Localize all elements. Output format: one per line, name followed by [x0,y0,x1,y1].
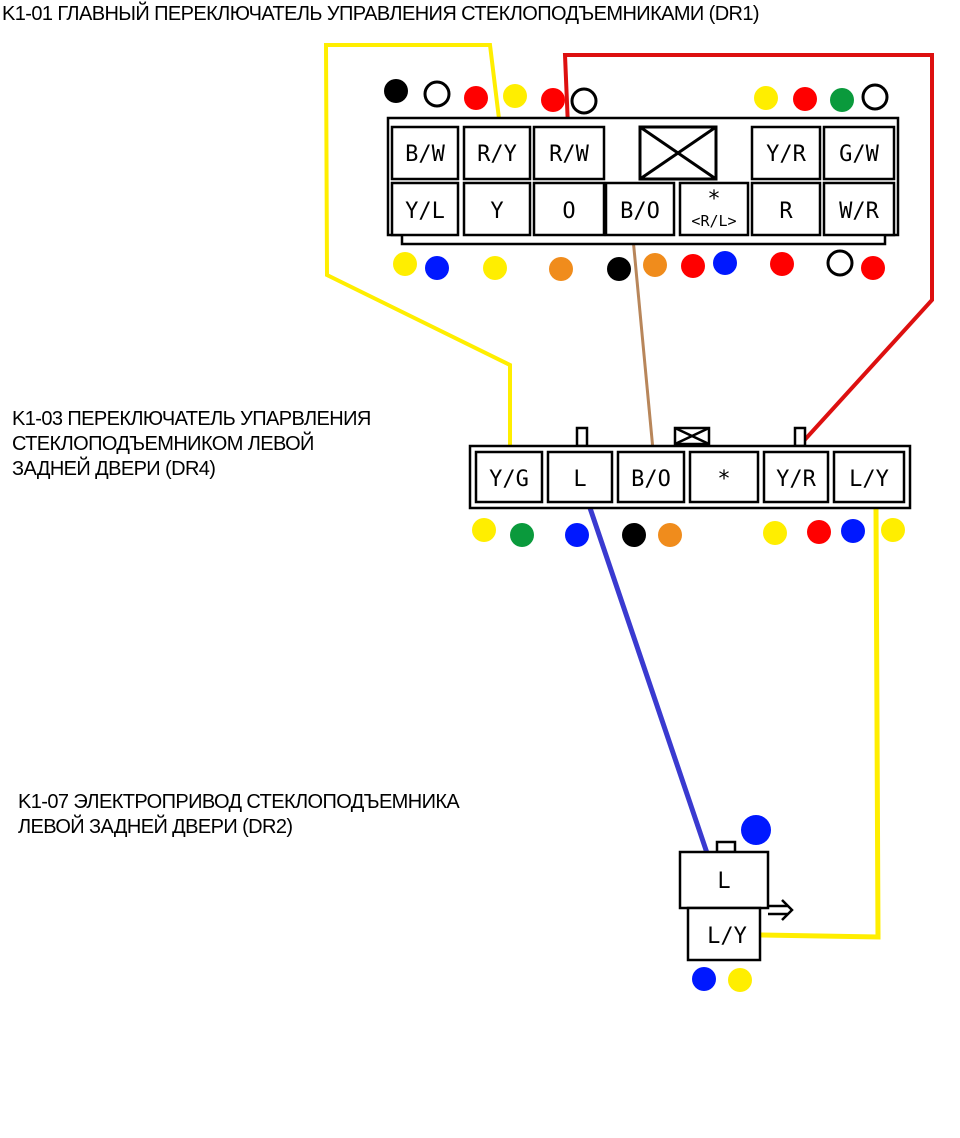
dr1-pin-bw: B/W [405,142,445,167]
dr4-pin-l: L [573,467,586,492]
dr2-connector: L L/Y [678,840,794,962]
wire-color-dot-red [770,252,794,276]
wire-color-dot-green [830,88,854,112]
wire-brown-dr1-dr4 [631,237,655,451]
dr2-title: K1-07 ЭЛЕКТРОПРИВОД СТЕКЛОПОДЪЕМНИКА ЛЕВ… [18,790,460,840]
dr4-title-line-2: СТЕКЛОПОДЪЕМНИКОМ ЛЕВОЙ [12,433,314,455]
dr4-pin-cell [688,450,760,504]
dr4-pin-bo: B/O [631,467,671,492]
dr4-pin-cell [546,450,614,504]
wire-color-dot-blue [841,519,865,543]
dr4-tab-left [575,426,589,448]
wire-yellow-dr4-dr2 [759,507,881,940]
dr2-arrow-icon [768,899,794,921]
dr4-pin-cell [474,450,544,504]
dr1-pin-cell [822,125,896,181]
dr1-pin-ry: R/Y [477,142,517,167]
wire-color-dot-white [570,87,598,115]
dr2-pin-ly: L/Y [707,924,747,949]
dr1-pin-yr: Y/R [766,142,806,167]
wire-color-dot-orange [658,523,682,547]
dr2-title-line-1: K1-07 ЭЛЕКТРОПРИВОД СТЕКЛОПОДЪЕМНИКА [18,791,460,813]
dr1-pin-r: R [779,199,793,224]
dr1-pin-cell [750,181,822,237]
dr4-title: K1-03 ПЕРЕКЛЮЧАТЕЛЬ УПАРВЛЕНИЯ СТЕКЛОПОД… [12,407,371,482]
dr2-pin-l: L [717,869,730,894]
wire-color-dot-red [464,86,488,110]
dr1-pin-cell [532,125,606,181]
dr1-pin-cell [678,181,750,237]
dr4-pin-star: * [717,467,730,492]
dr1-pin-o: O [562,199,575,224]
dr4-title-line-3: ЗАДНЕЙ ДВЕРИ (DR4) [12,458,216,480]
dr1-pin-yl: Y/L [405,199,445,224]
dr2-title-line-2: ЛЕВОЙ ЗАДНЕЙ ДВЕРИ (DR2) [18,816,293,838]
dr1-pin-bo: B/O [620,199,660,224]
dr1-blocked-cavity [638,125,718,181]
dr1-pin-cell [462,181,532,237]
dr1-pin-star: * [707,187,720,212]
dr2-upper-body [678,850,770,910]
wire-color-dot-blue [692,967,716,991]
dr4-pin-yr: Y/R [776,467,816,492]
dr1-pin-rw: R/W [549,142,589,167]
dr1-pin-rl-note: <R/L> [691,212,736,230]
dr4-pin-ly: L/Y [849,467,889,492]
wire-color-dot-blue [565,523,589,547]
wire-color-dot-yellow [763,521,787,545]
wire-color-dot-yellow [472,518,496,542]
wire-color-dot-white [861,83,889,111]
wire-color-dot-black [384,79,408,103]
wire-color-dot-yellow [754,86,778,110]
dr1-pin-gw: G/W [839,142,879,167]
wire-color-dot-yellow [503,84,527,108]
wire-color-dot-white [826,249,854,277]
wire-color-dot-green [510,523,534,547]
wire-red-dr1-dr4 [562,53,934,447]
dr2-lower-body [686,906,762,962]
wire-color-dot-yellow [728,968,752,992]
dr4-latch [673,426,711,446]
dr2-tab [715,840,737,854]
wire-color-dot-orange [549,257,573,281]
wire-color-dot-blue [741,815,771,845]
wire-color-dot-red [681,254,705,278]
dr1-connector: B/W R/Y R/W Y/R G/W Y/L Y O B/O *<R/L> R W/R [386,116,900,246]
dr4-connector: Y/G L B/O * Y/R L/Y [468,426,912,510]
wire-color-dot-red [807,520,831,544]
wire-color-dot-blue [713,251,737,275]
wire-color-dot-yellow [393,252,417,276]
dr1-pin-cell [532,181,606,237]
wire-color-dot-yellow [881,518,905,542]
wire-color-dot-red [541,88,565,112]
dr1-pin-y: Y [490,199,503,224]
dr1-pin-cell [750,125,822,181]
wire-color-dot-black [607,257,631,281]
wire-color-dot-blue [425,256,449,280]
dr4-pin-yg: Y/G [489,467,529,492]
wire-blue-dr4-dr2 [587,507,710,854]
wire-color-dot-yellow [483,256,507,280]
dr1-pin-cell [390,181,460,237]
dr1-title-line: K1-01 ГЛАВНЫЙ ПЕРЕКЛЮЧАТЕЛЬ УПРАВЛЕНИЯ С… [2,3,760,25]
dr4-pin-cell [832,450,906,504]
dr1-pin-wr: W/R [839,199,879,224]
dr1-pin-cell [390,125,460,181]
wire-color-dot-white [423,80,451,108]
dr1-pin-cell [822,181,896,237]
wire-color-dot-orange [643,253,667,277]
dr4-pin-cell [762,450,830,504]
dr1-pin-cell [462,125,532,181]
wire-color-dot-red [793,87,817,111]
dr4-title-line-1: K1-03 ПЕРЕКЛЮЧАТЕЛЬ УПАРВЛЕНИЯ [12,408,371,430]
dr4-tab-right [793,426,807,448]
dr4-pin-cell [616,450,686,504]
dr1-pin-cell [604,181,676,237]
wire-yellow-dr1-dr4 [323,43,512,450]
dr1-title: K1-01 ГЛАВНЫЙ ПЕРЕКЛЮЧАТЕЛЬ УПРАВЛЕНИЯ С… [2,2,760,27]
wire-color-dot-red [861,256,885,280]
wire-color-dot-black [622,523,646,547]
